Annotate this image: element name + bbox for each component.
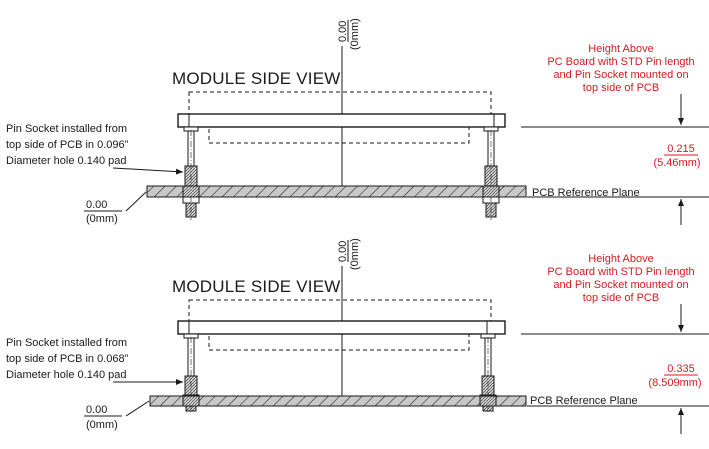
height-note: Height Above PC Board with STD Pin lengt…: [547, 43, 694, 94]
socket-note-2: top side of PCB in 0.068”: [6, 353, 129, 365]
height-value: 0.335: [667, 363, 695, 375]
right-pin-socket: [482, 126, 500, 220]
left-pin-socket: [182, 126, 200, 220]
top-datum-unit: (0mm): [349, 18, 361, 50]
svg-text:top side of PCB: top side of PCB: [583, 82, 659, 94]
height-value: 0.215: [667, 143, 695, 155]
socket-note-3: Diameter hole 0.140 pad: [6, 369, 126, 381]
left-datum-unit: (0mm): [86, 419, 118, 431]
module-board: [177, 113, 506, 128]
left-datum-unit: (0mm): [86, 213, 118, 225]
top-datum: 0.00 (0mm): [337, 238, 361, 270]
svg-text:PC Board with STD Pin length: PC Board with STD Pin length: [547, 266, 694, 278]
height-unit: (8.509mm): [648, 377, 701, 389]
height-unit: (5.46mm): [653, 157, 700, 169]
top-datum-value: 0.00: [337, 21, 349, 42]
module-outline-dashed: [188, 299, 492, 322]
svg-text:PC Board with STD Pin length: PC Board with STD Pin length: [547, 56, 694, 68]
socket-leader-arrow: [112, 167, 184, 175]
socket-note-3: Diameter hole 0.140 pad: [6, 155, 126, 167]
module-outline-dashed: [188, 91, 492, 115]
view-title: MODULE SIDE VIEW: [172, 69, 341, 88]
svg-text:and Pin Socket mounted on: and Pin Socket mounted on: [553, 69, 688, 81]
top-datum-unit: (0mm): [349, 238, 361, 270]
top-datum-value: 0.00: [337, 241, 349, 262]
svg-text:and Pin Socket mounted on: and Pin Socket mounted on: [553, 279, 688, 291]
socket-note-2: top side of PCB in 0.096”: [6, 139, 129, 151]
module-board: [177, 320, 506, 335]
component-outline-dashed: [208, 333, 470, 351]
component-outline-dashed: [208, 126, 470, 144]
view-title: MODULE SIDE VIEW: [172, 277, 341, 296]
top-datum: 0.00 (0mm): [337, 18, 361, 50]
side-view-2: 0.00 (0mm) MODULE SIDE VIEW: [6, 238, 709, 434]
socket-note-1: Pin Socket installed from: [6, 337, 127, 349]
pcb-reference-label: PCB Reference Plane: [530, 395, 638, 407]
pcb-board: [149, 395, 527, 407]
pcb-reference-label: PCB Reference Plane: [532, 187, 640, 199]
svg-text:Height Above: Height Above: [588, 253, 653, 265]
left-datum-value: 0.00: [86, 404, 107, 416]
svg-text:Height Above: Height Above: [588, 43, 653, 55]
socket-note-1: Pin Socket installed from: [6, 123, 127, 135]
left-datum-value: 0.00: [86, 199, 107, 211]
side-view-1: 0.00 (0mm) MODULE SIDE VIEW: [6, 18, 709, 225]
svg-text:top side of PCB: top side of PCB: [583, 292, 659, 304]
height-note: Height Above PC Board with STD Pin lengt…: [547, 253, 694, 304]
pcb-board: [146, 185, 527, 198]
